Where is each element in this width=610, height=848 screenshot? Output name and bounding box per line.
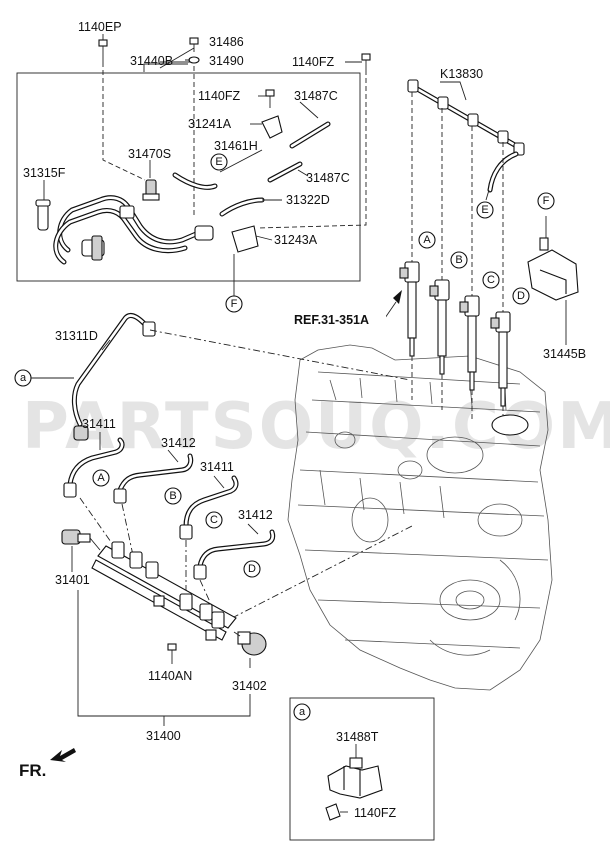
marker-B-pipe: B (164, 487, 182, 505)
sensor-31401 (61, 529, 101, 551)
marker-A-pipe: A (92, 469, 110, 487)
svg-text:a: a (299, 706, 306, 718)
hose-31322D (219, 197, 265, 217)
marker-a-pipe: a (14, 369, 32, 387)
return-line-K13830 (407, 79, 525, 193)
marker-C-injector: C (482, 271, 500, 289)
label-31315F: 31315F (23, 166, 66, 180)
bolt-1140EP (98, 39, 108, 62)
svg-text:F: F (543, 195, 550, 207)
part-31470S (142, 179, 160, 201)
label-31487C-b: 31487C (306, 171, 350, 185)
svg-text:D: D (248, 563, 256, 575)
marker-E-line: E (476, 201, 494, 219)
bolt-1140FZ-inset (325, 803, 348, 821)
label-1140FZ-inset: 1140FZ (354, 806, 397, 820)
label-31461H: 31461H (214, 139, 258, 153)
pipe-31411-C (179, 475, 239, 540)
pipe-31412-D (193, 529, 276, 580)
pipe-31311D (71, 313, 156, 441)
connector-31487C-a (289, 121, 331, 149)
label-31411-a: 31411 (82, 417, 116, 431)
marker-D-pipe: D (243, 560, 261, 578)
marker-D-injector: D (512, 287, 530, 305)
label-31401: 31401 (55, 573, 90, 587)
front-direction-arrow (50, 748, 76, 762)
label-31486: 31486 (209, 35, 244, 49)
injector-B (429, 279, 450, 375)
bracket-31241A (261, 115, 283, 139)
svg-text:B: B (169, 490, 176, 502)
marker-A-injector: A (418, 231, 436, 249)
svg-text:D: D (517, 290, 525, 302)
washer-31490 (188, 56, 200, 64)
svg-text:E: E (481, 204, 488, 216)
engine-block (287, 344, 553, 691)
svg-text:F: F (231, 298, 238, 310)
valve-31402 (233, 631, 267, 656)
label-1140FZ-box: 1140FZ (198, 89, 241, 103)
label-K13830: K13830 (440, 67, 483, 81)
marker-E-box: E (210, 153, 228, 171)
label-31490: 31490 (209, 54, 244, 68)
svg-text:E: E (215, 156, 222, 168)
injector-D (490, 311, 511, 407)
svg-text:A: A (97, 472, 105, 484)
label-31243A: 31243A (274, 233, 318, 247)
svg-text:A: A (423, 234, 431, 246)
ref-arrow (384, 290, 402, 319)
bracket-31243A (231, 225, 259, 253)
label-31311D: 31311D (55, 329, 98, 343)
bracket-31488T (327, 757, 383, 799)
fuel-return-line (53, 195, 214, 265)
hose-assembly-box (16, 72, 361, 282)
bolt-1140FZ-top (361, 53, 371, 70)
hose-31461H (172, 172, 218, 190)
label-1140AN: 1140AN (148, 669, 192, 683)
label-ref: REF.31-351A (294, 313, 369, 327)
bolt-1140AN (167, 643, 177, 664)
label-front: FR. (19, 761, 46, 780)
label-31487C-a: 31487C (294, 89, 338, 103)
svg-text:B: B (455, 254, 462, 266)
marker-C-pipe: C (205, 511, 223, 529)
label-31402: 31402 (232, 679, 267, 693)
label-31412-b: 31412 (238, 508, 273, 522)
inset-box (289, 697, 435, 841)
common-rail (91, 541, 237, 641)
label-31322D: 31322D (286, 193, 330, 207)
pipe-31412-B (113, 453, 194, 504)
label-31488T: 31488T (336, 730, 379, 744)
label-31400: 31400 (146, 729, 181, 743)
label-31440B: 31440B (130, 54, 173, 68)
label-31412-a: 31412 (161, 436, 196, 450)
marker-a-inset: a (293, 703, 311, 721)
svg-text:C: C (487, 274, 495, 286)
label-31470S: 31470S (128, 147, 171, 161)
marker-F-box: F (225, 295, 243, 313)
connector-31487C-b (267, 161, 303, 183)
svg-text:a: a (20, 372, 27, 384)
label-31241A: 31241A (188, 117, 232, 131)
injector-seal-ring (491, 414, 529, 436)
bolt-1140FZ-box (265, 89, 275, 108)
label-31445B: 31445B (543, 347, 586, 361)
injector-A (399, 261, 420, 357)
pipe-31411-A (63, 437, 125, 498)
label-1140EP: 1140EP (78, 20, 122, 34)
clamp-31445B (527, 237, 579, 301)
label-31411-b: 31411 (200, 460, 234, 474)
marker-B-injector: B (450, 251, 468, 269)
marker-F-clamp: F (537, 192, 555, 210)
svg-text:C: C (210, 514, 218, 526)
label-1140FZ-top: 1140FZ (292, 55, 335, 69)
part-31315F (35, 199, 51, 231)
injector-C (459, 295, 480, 391)
